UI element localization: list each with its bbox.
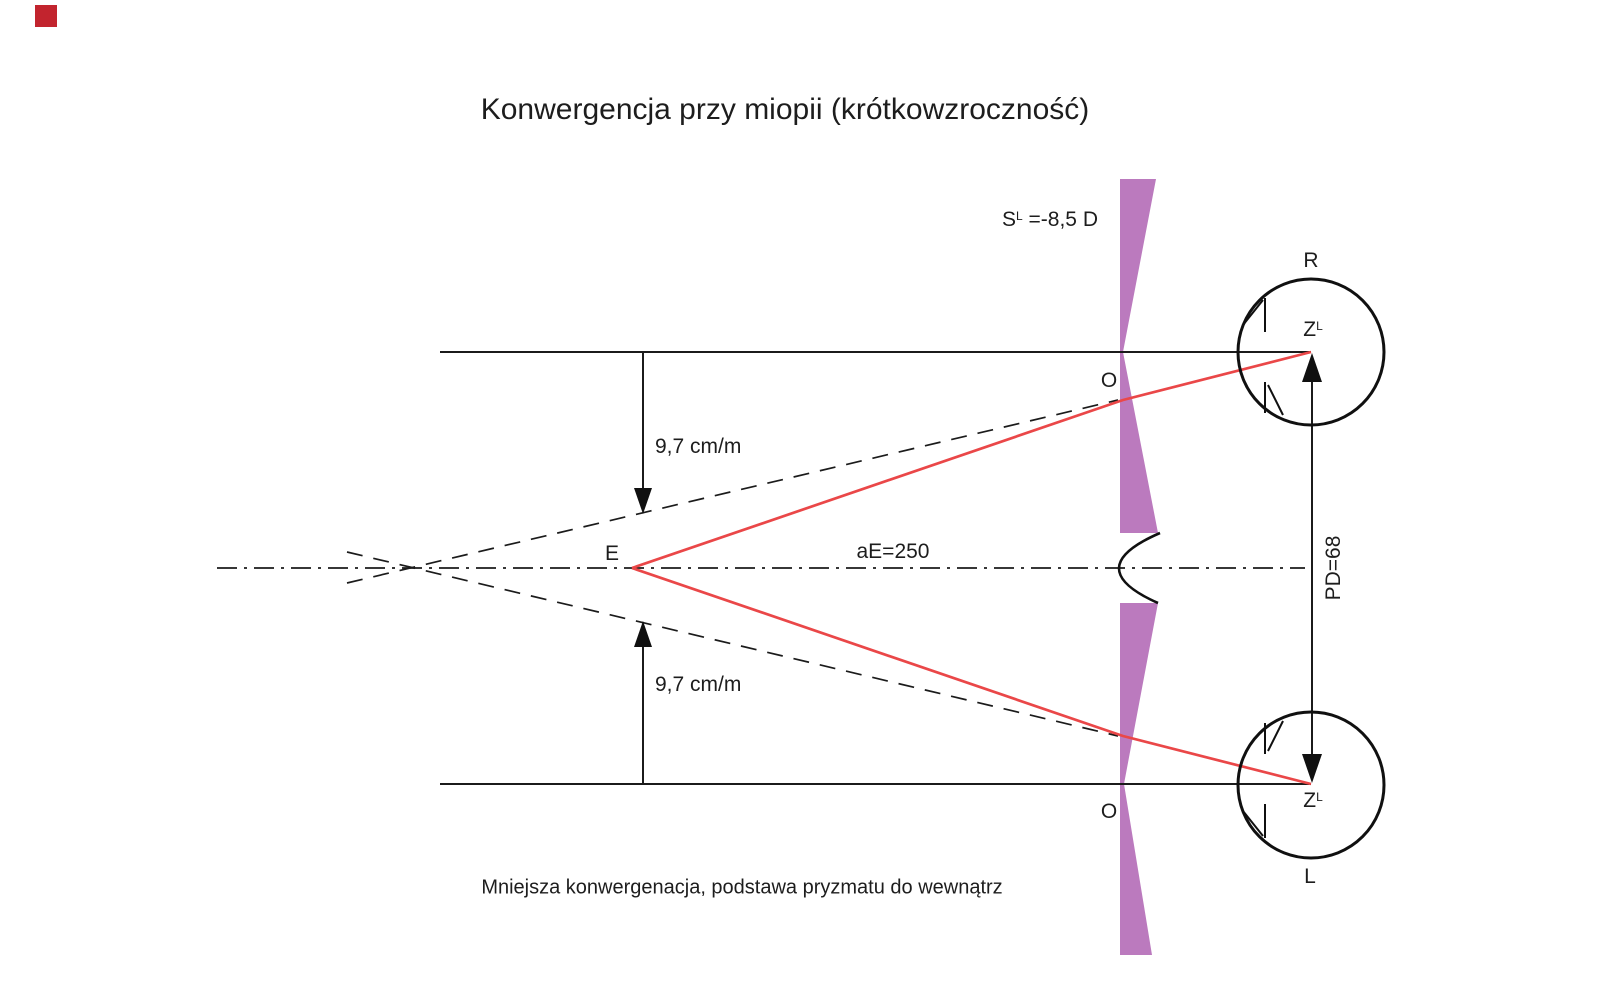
rotation-center-label-top: ZL xyxy=(1303,318,1323,341)
prism-effect-label-top: 9,7 cm/m xyxy=(655,435,742,458)
pupillary-distance-label: PD=68 xyxy=(1322,535,1345,601)
lens-prism-bottom xyxy=(1120,603,1158,955)
fixation-distance-label: aE=250 xyxy=(856,540,930,563)
lens-power-label: SL =-8,5 D xyxy=(1002,208,1098,231)
rotation-center-label-bottom: ZL xyxy=(1303,789,1323,812)
optical-center-label-bottom: O xyxy=(1100,800,1118,823)
red-ray-bottom xyxy=(631,566,1312,786)
pd-arrow-head-up xyxy=(1302,353,1322,382)
red-corner-marker xyxy=(35,5,57,27)
left-eye-circle xyxy=(1236,710,1386,860)
displacement-arrow-top-head xyxy=(634,488,652,514)
displacement-arrow-bottom-head xyxy=(634,621,652,647)
diagram-title: Konwergencja przy miopii (krótkowzroczno… xyxy=(480,93,1090,126)
dashed-ray-descending xyxy=(346,551,1119,737)
red-ray-top xyxy=(631,350,1312,570)
right-eye-circle xyxy=(1236,277,1386,427)
left-eye-label: L xyxy=(1304,865,1316,888)
left-eye-mark xyxy=(1267,720,1284,752)
concave-lens-profile xyxy=(1117,531,1161,605)
right-eye-label: R xyxy=(1303,249,1319,272)
optical-center-label-top: O xyxy=(1100,369,1118,392)
prism-effect-label-bottom: 9,7 cm/m xyxy=(655,673,742,696)
pd-arrow-head-down xyxy=(1302,754,1322,783)
right-eye-mark xyxy=(1267,384,1284,416)
fixation-point-label: E xyxy=(604,542,620,565)
lens-prism-top xyxy=(1120,179,1158,533)
dashed-ray-ascending xyxy=(346,399,1119,584)
left-eye-mark xyxy=(1242,810,1264,837)
right-eye-mark xyxy=(1242,299,1264,326)
conclusion-note: Mniejsza konwergenacja, podstawa pryzmat… xyxy=(481,876,1003,899)
